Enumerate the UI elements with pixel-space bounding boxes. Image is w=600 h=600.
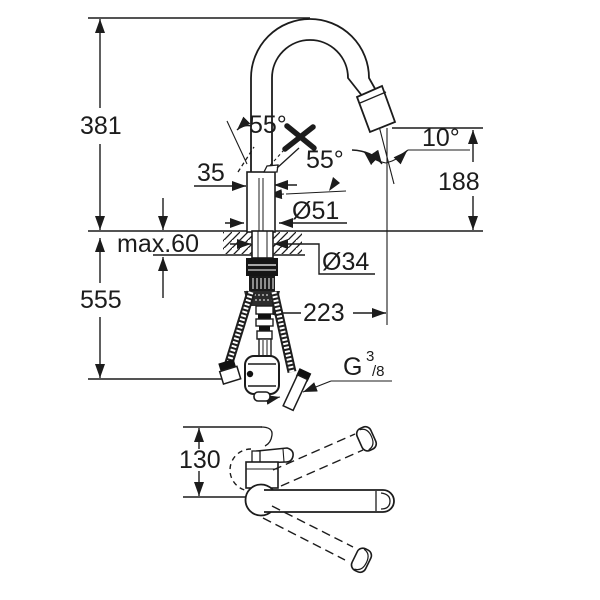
spout-inner — [271, 39, 364, 172]
left-hose-connector — [218, 358, 242, 385]
mounting-nut — [246, 258, 278, 276]
lever-stroke-2 — [284, 123, 317, 151]
counter-hatch-left — [223, 232, 252, 254]
dim-outlet-height: 188 — [438, 168, 480, 196]
dim-total-height: 381 — [80, 112, 122, 140]
spray-head — [355, 84, 397, 134]
dim-angle-top: 55° — [249, 111, 287, 139]
g38-tube — [282, 368, 312, 412]
dim-counter-thickness: max.60 — [117, 230, 199, 258]
top-lever — [256, 447, 294, 464]
dim-spout-reach: 130 — [179, 446, 221, 474]
side-view — [88, 17, 483, 405]
lever-base — [262, 164, 279, 173]
dim-under-counter: 555 — [80, 286, 122, 314]
faucet-body — [246, 171, 276, 233]
faucet-outline — [246, 18, 397, 233]
body-dashed-arc — [229, 448, 252, 492]
under-counter-assembly — [218, 230, 312, 412]
dim-thread: G 3 /8 — [343, 348, 385, 381]
swivel-cap-lower — [350, 547, 373, 574]
spray-axis-line — [378, 125, 395, 185]
dim-base-diameter: Ø51 — [292, 197, 339, 225]
spout-outer — [250, 18, 392, 172]
dim-spray-angle: 10° — [422, 124, 460, 152]
dim-hose-length: 223 — [303, 299, 345, 327]
dimension-labels: 381 555 max.60 35 55° 55° 10° 188 Ø51 Ø3… — [80, 111, 480, 474]
counter-hatch-right — [273, 232, 302, 254]
swivel-cap-upper — [355, 425, 378, 452]
top-view — [183, 425, 395, 574]
lever-line — [276, 147, 300, 169]
shank — [251, 230, 274, 259]
dim-angle-side: 55° — [306, 146, 344, 174]
dim-hole-diameter: Ø34 — [322, 248, 369, 276]
dim-35: 35 — [197, 159, 225, 187]
